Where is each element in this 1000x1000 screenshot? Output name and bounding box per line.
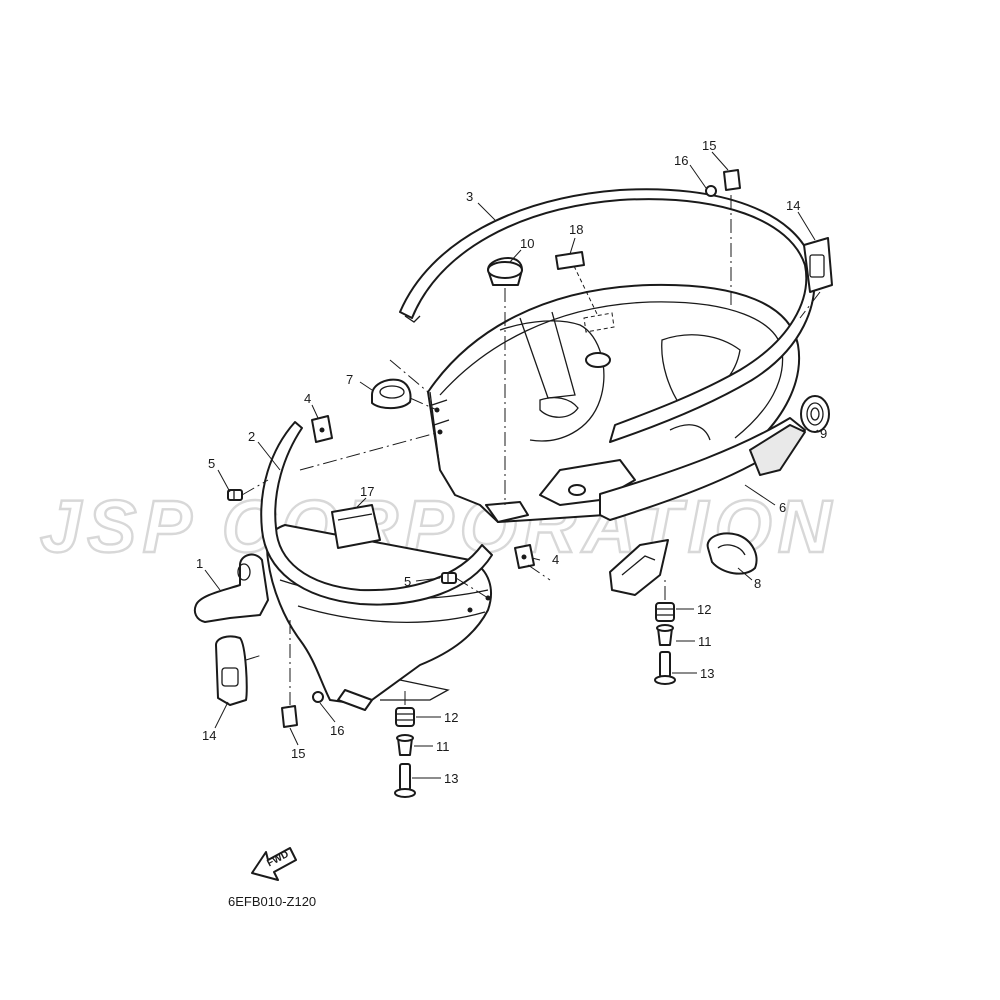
clip-15-lower: [281, 705, 298, 728]
mount-stack-right: [654, 602, 676, 685]
damper-pad-17: [331, 504, 381, 549]
callout-5-upper: 5: [208, 456, 215, 471]
drain-bracket: [609, 539, 669, 596]
callout-3: 3: [466, 189, 473, 204]
seal-strip-right: [599, 417, 806, 521]
plug-10: [487, 257, 523, 505]
latch-bracket-14-right: [803, 237, 833, 293]
callout-6: 6: [779, 500, 786, 515]
callout-13-left: 13: [444, 771, 458, 786]
forward-direction-arrow: FWD: [251, 847, 297, 881]
grommet-9: [800, 395, 830, 433]
clip-4-lower: [514, 544, 535, 569]
callout-4-upper: 4: [304, 391, 311, 406]
assembly-center-lines: [241, 195, 821, 705]
callout-5-lower: 5: [404, 574, 411, 589]
screw-16-upper: [705, 185, 717, 197]
grommet-8: [706, 532, 758, 575]
mount-stack-left: [394, 707, 416, 798]
callout-15-upper: 15: [702, 138, 716, 153]
rubber-seal-upper: [399, 188, 816, 443]
callout-7: 7: [346, 372, 353, 387]
leader-lines: [204, 151, 819, 779]
clip-15-upper: [723, 169, 741, 191]
callout-17: 17: [360, 484, 374, 499]
callout-14-left: 14: [202, 728, 216, 743]
rubber-seal-lower: [260, 421, 493, 606]
callout-8: 8: [754, 576, 761, 591]
caution-label-18: [555, 251, 615, 333]
callout-9: 9: [820, 426, 827, 441]
grommet-7: [371, 378, 412, 410]
bolt-5-lower: [441, 572, 457, 584]
callout-18: 18: [569, 222, 583, 237]
callout-11-left: 11: [436, 739, 450, 754]
callout-16-lower: 16: [330, 723, 344, 738]
callout-14-right: 14: [786, 198, 800, 213]
callout-2: 2: [248, 429, 255, 444]
callout-4-lower: 4: [552, 552, 559, 567]
lever-1: [193, 553, 269, 623]
callout-15-lower: 15: [291, 746, 305, 761]
latch-bracket-14-left: [215, 635, 248, 706]
callout-16-upper: 16: [674, 153, 688, 168]
screw-16-lower: [312, 691, 324, 703]
callout-13-right: 13: [700, 666, 714, 681]
drawing-code: 6EFB010-Z120: [228, 894, 316, 909]
callout-labels: 1 2 3 4 4 5 5 6 7 8 9 10 11 11 12 12 13 …: [196, 138, 827, 786]
callout-12-left: 12: [444, 710, 458, 725]
callout-12-right: 12: [697, 602, 711, 617]
clip-4-upper: [311, 415, 333, 443]
callout-11-right: 11: [698, 634, 712, 649]
callout-1: 1: [196, 556, 203, 571]
callout-10: 10: [520, 236, 534, 251]
